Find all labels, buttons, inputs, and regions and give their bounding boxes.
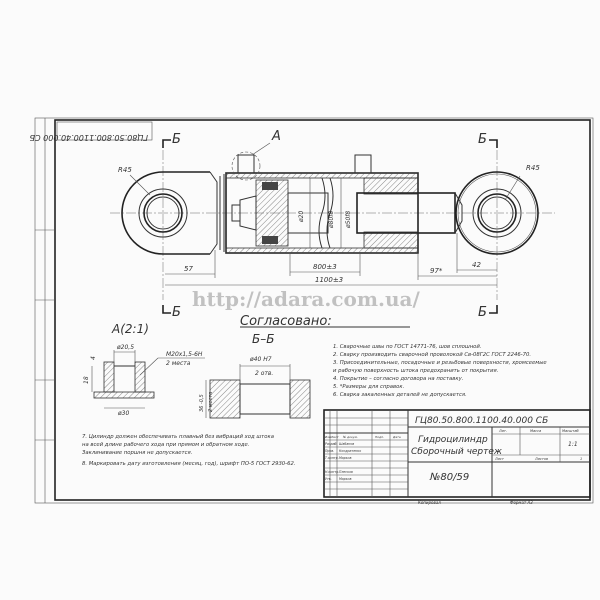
detail-mark: А — [271, 129, 281, 144]
svg-text:Утв.: Утв. — [325, 477, 332, 481]
dim-97: 97* — [430, 267, 443, 275]
section-bb-dim-left-note: 2 места — [208, 392, 214, 412]
dim-r-left: R45 — [118, 166, 132, 174]
technical-notes-bottom: 7. Цилиндр должен обеспечивать плавный б… — [82, 434, 296, 467]
section-marks — [162, 139, 498, 314]
svg-text:Подп.: Подп. — [375, 435, 384, 439]
detail-a — [91, 350, 205, 409]
dim-rod: ø20 — [298, 211, 305, 223]
rod-and-right-eye — [356, 171, 539, 255]
svg-text:Масштаб: Масштаб — [562, 429, 579, 433]
section-mark: Б — [478, 305, 487, 320]
section-bb-title: Б–Б — [252, 332, 274, 346]
svg-text:Масса: Масса — [530, 429, 541, 433]
title-block-code: ГЦ80.50.800.1100.40.000 СБ — [415, 416, 548, 426]
svg-text:на всей длине рабочего хода пр: на всей длине рабочего хода при прямом и… — [82, 442, 249, 448]
left-eye — [121, 171, 225, 255]
watermark: http://adara.com.ua/ — [192, 287, 420, 311]
dim-bore1: ø80f8 — [328, 211, 335, 229]
detail-a-title: А(2:1) — [111, 322, 149, 336]
dim-bore2: ø50f8 — [345, 211, 352, 229]
dim-total: 1100±3 — [315, 276, 343, 284]
dim-stroke: 800±3 — [313, 263, 337, 271]
svg-text:6. Сварка закаленных деталей н: 6. Сварка закаленных деталей не допускае… — [333, 392, 467, 398]
svg-text:1: 1 — [580, 457, 582, 461]
dimensions — [129, 174, 521, 286]
section-bb-dim-left: 36 -0,5 — [199, 394, 205, 412]
title-block — [323, 409, 591, 498]
scale-value: 1:1 — [568, 441, 578, 448]
svg-text:Дата: Дата — [392, 435, 401, 439]
svg-text:Листов: Листов — [534, 457, 548, 461]
dim-57: 57 — [184, 265, 193, 273]
detail-a-dim-bottom: ø30 — [117, 410, 129, 417]
svg-text:8. Маркировать дату изготовлен: 8. Маркировать дату изготовления (месяц,… — [82, 461, 296, 467]
detail-a-dim-left: 4 — [90, 356, 97, 360]
svg-text:7. Цилиндр должен обеспечивать: 7. Цилиндр должен обеспечивать плавный б… — [82, 434, 274, 440]
technical-notes: 1. Сварочные швы по ГОСТ 14771-76, шов с… — [333, 344, 547, 398]
title-block-name-2: Сборочный чертеж — [411, 447, 503, 457]
approved-label: Согласовано: — [240, 314, 332, 329]
cylinder-tube — [225, 151, 419, 254]
dim-42: 42 — [472, 261, 481, 269]
section-mark: Б — [172, 305, 181, 320]
svg-text:4. Покрытие – согласно договор: 4. Покрытие – согласно договора на поста… — [333, 376, 463, 382]
title-block-header-row: Изм. Лист № докум. Подп. Дата — [325, 435, 401, 439]
svg-text:1. Сварочные швы по ГОСТ 14771: 1. Сварочные швы по ГОСТ 14771-76, шов с… — [333, 344, 482, 350]
svg-text:3. Присоединительные, посадочн: 3. Присоединительные, посадочные и резьб… — [333, 360, 547, 366]
stamp-code: ГЦ80.50.800.1100.40.000 СБ — [29, 133, 148, 142]
section-mark: Б — [478, 132, 487, 147]
svg-text:Н.контр.: Н.контр. — [325, 470, 339, 474]
svg-text:Лист: Лист — [494, 457, 505, 461]
svg-text:№ докум.: № докум. — [342, 435, 358, 439]
detail-a-dim-height: 18 — [83, 376, 90, 384]
port-left — [237, 154, 255, 174]
title-block-signatures: Разраб. Шабанов Пров. Кондратенко Т.конт… — [325, 442, 361, 481]
svg-text:Марков: Марков — [339, 456, 352, 460]
format-label: Формат А3 — [510, 500, 533, 505]
section-bb-dim-top: ø40 H7 — [249, 356, 272, 363]
svg-text:Лист: Лист — [330, 435, 339, 439]
copied-label: Копировал — [418, 500, 441, 505]
title-block-name-1: Гидроцилиндр — [418, 435, 488, 445]
svg-text:2. Сварку производить сварочно: 2. Сварку производить сварочной проволок… — [333, 352, 531, 358]
detail-a-thread-note: 2 места — [166, 360, 191, 367]
detail-a-thread: M20x1,5-6H — [166, 351, 203, 358]
svg-text:Лит.: Лит. — [498, 429, 507, 433]
svg-text:Т.контр.: Т.контр. — [325, 456, 339, 460]
title-block-number: №80/59 — [429, 472, 469, 483]
svg-text:Марков: Марков — [339, 477, 352, 481]
svg-text:Плесков: Плесков — [339, 470, 353, 474]
svg-text:Кондратенко: Кондратенко — [339, 449, 361, 453]
sheet-frame — [34, 117, 594, 504]
svg-text:Разраб.: Разраб. — [325, 442, 338, 446]
svg-text:и рабочую поверхность штока пр: и рабочую поверхность штока предохранить… — [333, 368, 498, 374]
section-bb-dim-top-note: 2 отв. — [255, 370, 273, 377]
svg-text:Пров.: Пров. — [325, 449, 334, 453]
detail-a-dim-top: ø20,5 — [116, 344, 134, 351]
svg-text:Изм.: Изм. — [325, 435, 332, 439]
svg-text:Заклинивание поршня не допуска: Заклинивание поршня не допускается. — [82, 450, 192, 456]
section-bb — [205, 364, 311, 419]
port-right — [354, 154, 372, 174]
section-mark: Б — [172, 132, 181, 147]
svg-text:Шабанов: Шабанов — [339, 442, 354, 446]
svg-text:5. *Размеры для справок.: 5. *Размеры для справок. — [333, 384, 404, 390]
dim-r-right: R45 — [526, 164, 540, 172]
